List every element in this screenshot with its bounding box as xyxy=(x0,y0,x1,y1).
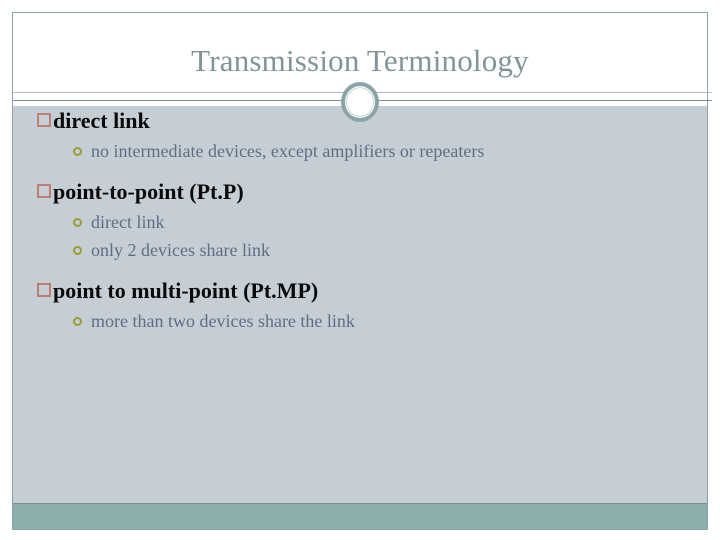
list-item-level2-label: only 2 devices share link xyxy=(91,240,270,260)
list-item-level1-label: point-to-point (Pt.P) xyxy=(53,179,244,204)
list-item-level1-label: direct link xyxy=(53,108,150,133)
ring-bullet-icon xyxy=(73,147,82,156)
accent-band-divider xyxy=(13,503,707,504)
list-item-level2-label: more than two devices share the link xyxy=(91,311,355,331)
list-item-level1: point to multi-point (Pt.MP) xyxy=(13,276,707,306)
list-item-level2-label: no intermediate devices, except amplifie… xyxy=(91,141,485,161)
list-item-level1: point-to-point (Pt.P) xyxy=(13,177,707,207)
square-bullet-icon xyxy=(37,283,51,297)
square-bullet-icon xyxy=(37,113,51,127)
list-item-level2: no intermediate devices, except amplifie… xyxy=(13,138,707,165)
ring-bullet-icon xyxy=(73,218,82,227)
bullet-group: point to multi-point (Pt.MP) more than t… xyxy=(13,276,707,335)
list-item-level1-label: point to multi-point (Pt.MP) xyxy=(53,278,319,303)
square-bullet-icon xyxy=(37,184,51,198)
bullet-list: direct link no intermediate devices, exc… xyxy=(13,106,707,341)
list-item-level2: more than two devices share the link xyxy=(13,308,707,335)
bullet-group: direct link no intermediate devices, exc… xyxy=(13,106,707,165)
ring-bullet-icon xyxy=(73,246,82,255)
list-item-level2: only 2 devices share link xyxy=(13,237,707,264)
bottom-accent-band xyxy=(13,504,707,529)
list-item-level1: direct link xyxy=(13,106,707,136)
ring-bullet-icon xyxy=(73,317,82,326)
list-item-level2-label: direct link xyxy=(91,212,165,232)
slide-body: direct link no intermediate devices, exc… xyxy=(13,106,707,506)
circle-ring-inner-icon xyxy=(346,87,374,117)
slide: Transmission Terminology direct link no … xyxy=(12,12,712,530)
page-title: Transmission Terminology xyxy=(191,43,529,78)
bullet-group: point-to-point (Pt.P) direct link only 2… xyxy=(13,177,707,264)
list-item-level2: direct link xyxy=(13,209,707,236)
